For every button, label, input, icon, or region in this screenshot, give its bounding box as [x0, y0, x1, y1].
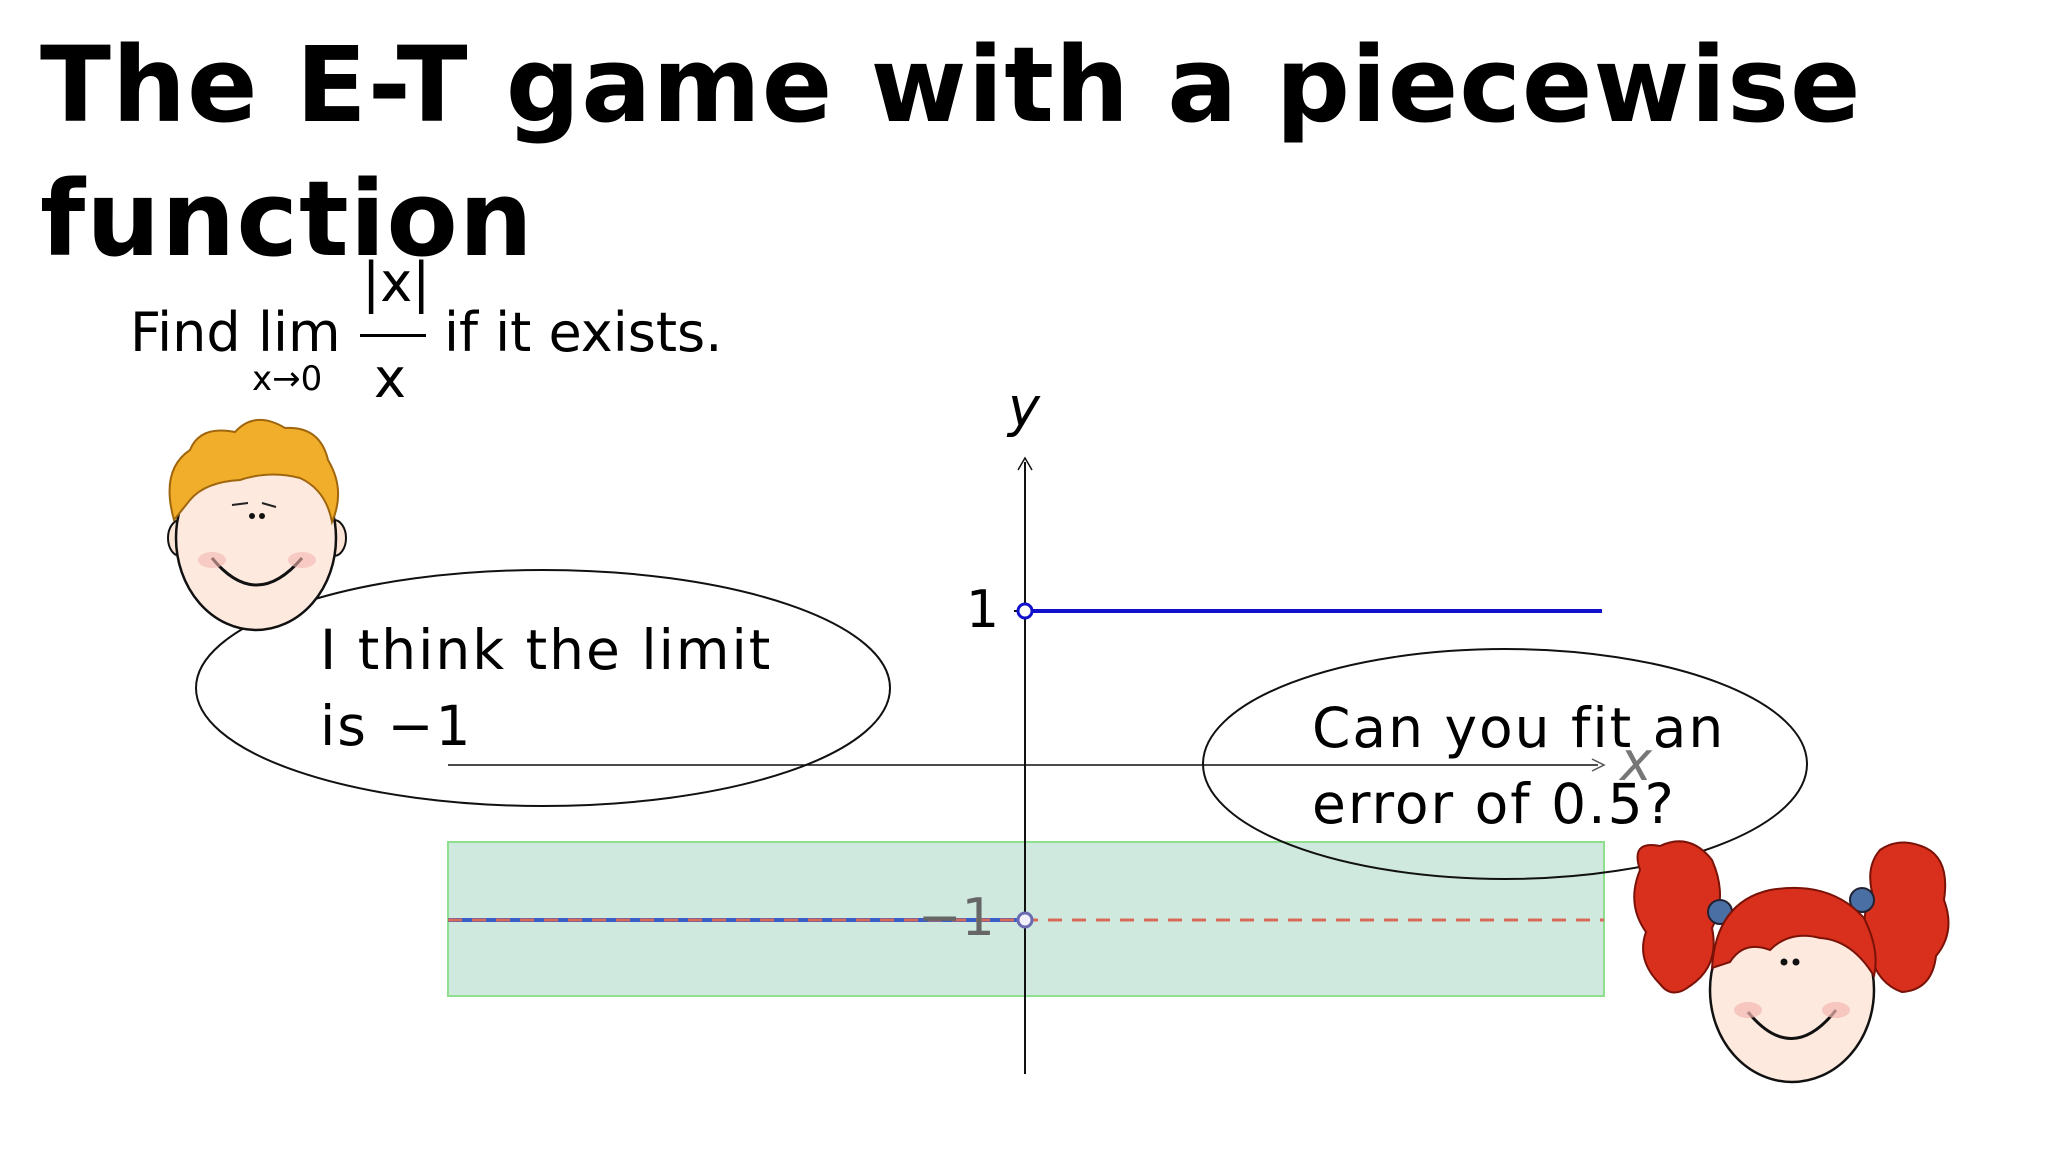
right-bubble-line2: error of 0.5?	[1312, 772, 1676, 836]
problem-suffix: if it exists.	[444, 301, 723, 364]
problem-lim: lim	[258, 301, 341, 364]
tick-label-pos: 1	[966, 580, 1000, 640]
x-axis-arrow	[1591, 758, 1606, 772]
right-bubble-line1: Can you fit an	[1312, 696, 1726, 760]
problem-lim-subscript: x→0	[252, 359, 323, 399]
boy-character-icon	[167, 419, 347, 632]
y-axis-arrow	[1017, 456, 1033, 471]
left-bubble-line2: is −1	[320, 694, 473, 758]
x-axis-label: x	[1620, 730, 1652, 793]
tick-label-neg: −1	[918, 888, 995, 948]
left-bubble-line1: I think the limit	[320, 618, 773, 682]
girl-character-icon	[1633, 840, 1950, 1084]
slide-title: The E-T game with a piecewise function	[40, 24, 1862, 280]
y-axis-label: y	[1008, 376, 1040, 439]
left-speech-bubble	[195, 569, 891, 807]
open-point-pos	[1016, 602, 1034, 620]
problem-denominator: x	[374, 347, 406, 410]
open-point-neg	[1016, 911, 1034, 929]
problem-find: Find	[130, 301, 241, 364]
fraction-bar	[360, 334, 426, 337]
problem-numerator: |x|	[362, 251, 431, 314]
right-speech-bubble	[1202, 648, 1808, 880]
